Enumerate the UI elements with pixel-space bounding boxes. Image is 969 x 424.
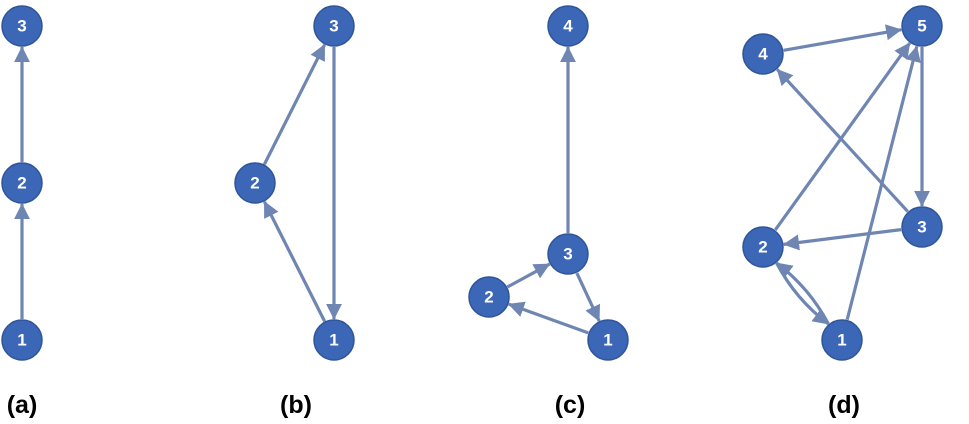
node-c-1: 1	[587, 319, 629, 361]
edge-d-3-to-2	[783, 228, 902, 251]
node-circle	[547, 233, 589, 275]
edge-c-2-to-3	[506, 262, 551, 289]
node-circle	[901, 5, 943, 47]
node-circle	[742, 33, 784, 75]
node-circle	[587, 319, 629, 361]
node-circle	[901, 206, 943, 248]
node-label: 2	[758, 237, 767, 256]
node-label: 4	[758, 44, 768, 63]
caption-b: (b)	[280, 391, 312, 419]
node-d-2: 2	[742, 226, 784, 268]
node-label: 3	[17, 16, 26, 35]
edge-d-2-to-1	[775, 262, 830, 326]
node-circle	[313, 319, 355, 361]
edge-d-4-to-5	[783, 24, 903, 52]
node-circle	[547, 5, 589, 47]
node-b-1: 1	[313, 319, 355, 361]
node-circle	[1, 319, 43, 361]
node-b-2: 2	[234, 162, 276, 204]
node-c-2: 2	[468, 276, 510, 318]
node-d-4: 4	[742, 33, 784, 75]
node-c-4: 4	[547, 5, 589, 47]
node-c-3: 3	[547, 233, 589, 275]
node-label: 3	[329, 16, 338, 35]
node-label: 3	[917, 217, 926, 236]
node-label: 2	[17, 173, 26, 192]
edge-c-1-to-2	[507, 301, 589, 335]
node-d-1: 1	[821, 319, 863, 361]
edge-d-2-to-5	[773, 42, 912, 231]
node-label: 3	[563, 244, 572, 263]
caption-d: (d)	[828, 391, 860, 419]
node-a-2: 2	[1, 162, 43, 204]
node-label: 1	[329, 330, 338, 349]
node-label: 1	[837, 330, 846, 349]
node-d-3: 3	[901, 206, 943, 248]
node-circle	[742, 226, 784, 268]
node-circle	[1, 162, 43, 204]
node-label: 1	[17, 330, 26, 349]
node-label: 2	[250, 173, 259, 192]
node-a-3: 3	[1, 5, 43, 47]
edge-d-3-to-4	[776, 68, 909, 213]
node-b-3: 3	[313, 5, 355, 47]
node-a-1: 1	[1, 319, 43, 361]
node-d-5: 5	[901, 5, 943, 47]
edge-b-1-to-2	[263, 201, 326, 322]
node-circle	[234, 162, 276, 204]
edge-d-1-to-2	[775, 261, 830, 325]
node-label: 5	[917, 16, 926, 35]
node-circle	[313, 5, 355, 47]
edge-b-2-to-3	[263, 44, 326, 165]
caption-a: (a)	[7, 391, 38, 419]
caption-c: (c)	[555, 391, 586, 419]
node-circle	[1, 5, 43, 47]
node-label: 1	[603, 330, 612, 349]
node-circle	[468, 276, 510, 318]
node-label: 2	[484, 287, 493, 306]
edge-c-3-to-1	[575, 272, 601, 322]
node-circle	[821, 319, 863, 361]
node-label: 4	[563, 16, 573, 35]
